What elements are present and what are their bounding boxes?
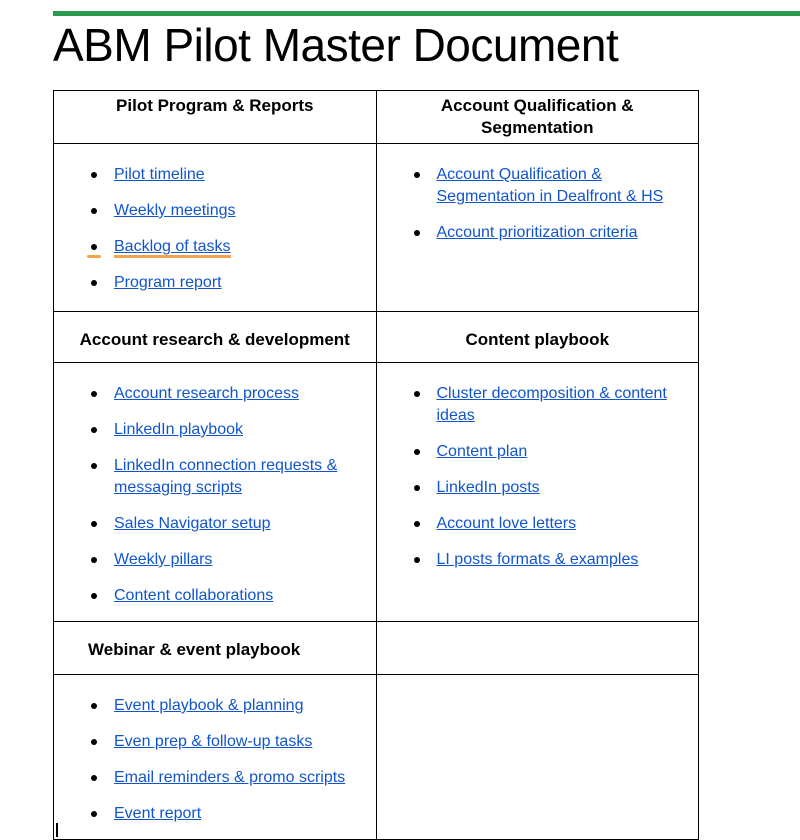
doc-link-cluster-decomposition[interactable]: Cluster decomposition & content ideas bbox=[436, 385, 667, 424]
link-list: Event playbook & planning Even prep & fo… bbox=[54, 695, 376, 825]
list-item: LinkedIn connection requests & messaging… bbox=[91, 455, 366, 499]
list-item: Sales Navigator setup bbox=[91, 513, 366, 535]
link-list: Account Qualification & Segmentation in … bbox=[377, 164, 699, 244]
list-item: Event report bbox=[91, 803, 366, 825]
list-item-highlighted: Backlog of tasks bbox=[87, 236, 366, 258]
doc-link-content-collaborations[interactable]: Content collaborations bbox=[114, 587, 274, 604]
doc-link-sales-navigator-setup[interactable]: Sales Navigator setup bbox=[114, 515, 271, 532]
section-header: Account research & development bbox=[79, 330, 350, 349]
doc-link-event-report[interactable]: Event report bbox=[114, 805, 202, 822]
doc-link-pilot-timeline[interactable]: Pilot timeline bbox=[114, 166, 205, 183]
header-row-1: Pilot Program & Reports Account Qualific… bbox=[53, 90, 699, 144]
doc-link-linkedin-connection-requests[interactable]: LinkedIn connection requests & messaging… bbox=[114, 457, 338, 496]
doc-link-email-reminders-promo[interactable]: Email reminders & promo scripts bbox=[114, 769, 346, 786]
list-item: LinkedIn posts bbox=[413, 477, 689, 499]
empty-header-cell[interactable] bbox=[375, 621, 699, 675]
list-item: Account Qualification & Segmentation in … bbox=[413, 164, 689, 208]
link-list: Cluster decomposition & content ideas Co… bbox=[377, 383, 699, 571]
doc-link-program-report[interactable]: Program report bbox=[114, 274, 222, 291]
list-item: Content collaborations bbox=[91, 585, 366, 607]
document-title: ABM Pilot Master Document bbox=[53, 19, 619, 71]
header-cell-pilot-program[interactable]: Pilot Program & Reports bbox=[53, 90, 377, 144]
list-item: Pilot timeline bbox=[91, 164, 366, 186]
doc-link-li-posts-formats[interactable]: LI posts formats & examples bbox=[436, 551, 639, 568]
content-row-3: Event playbook & planning Even prep & fo… bbox=[53, 674, 699, 840]
master-links-table: Pilot Program & Reports Account Qualific… bbox=[53, 90, 699, 840]
section-header: Account Qualification & Segmentation bbox=[440, 96, 634, 137]
doc-link-weekly-pillars[interactable]: Weekly pillars bbox=[114, 551, 213, 568]
doc-link-account-research-process[interactable]: Account research process bbox=[114, 385, 299, 402]
content-row-2: Account research process LinkedIn playbo… bbox=[53, 362, 699, 622]
header-cell-content-playbook[interactable]: Content playbook bbox=[375, 311, 699, 363]
header-cell-account-research[interactable]: Account research & development bbox=[53, 311, 377, 363]
header-row-2: Account research & development Content p… bbox=[53, 311, 699, 363]
doc-link-linkedin-posts[interactable]: LinkedIn posts bbox=[436, 479, 540, 496]
list-item: Account prioritization criteria bbox=[413, 222, 689, 244]
list-item: Account love letters bbox=[413, 513, 689, 535]
list-item: LI posts formats & examples bbox=[413, 549, 689, 571]
doc-link-linkedin-playbook[interactable]: LinkedIn playbook bbox=[114, 421, 243, 438]
list-item: Cluster decomposition & content ideas bbox=[413, 383, 689, 427]
list-item: Email reminders & promo scripts bbox=[91, 767, 366, 789]
doc-link-event-playbook-planning[interactable]: Event playbook & planning bbox=[114, 697, 304, 714]
content-row-1: Pilot timeline Weekly meetings Backlog o… bbox=[53, 143, 699, 312]
list-item: Content plan bbox=[413, 441, 689, 463]
list-item: Program report bbox=[91, 272, 366, 294]
content-cell-pilot-program[interactable]: Pilot timeline Weekly meetings Backlog o… bbox=[53, 143, 377, 312]
text-cursor bbox=[56, 823, 58, 837]
doc-link-content-plan[interactable]: Content plan bbox=[436, 443, 528, 460]
doc-link-account-love-letters[interactable]: Account love letters bbox=[436, 515, 577, 532]
doc-link-even-prep-follow-up[interactable]: Even prep & follow-up tasks bbox=[114, 733, 313, 750]
list-item: Weekly meetings bbox=[91, 200, 366, 222]
section-header: Webinar & event playbook bbox=[88, 640, 301, 659]
header-cell-account-qualification[interactable]: Account Qualification & Segmentation bbox=[375, 90, 699, 144]
list-item: Even prep & follow-up tasks bbox=[91, 731, 366, 753]
content-cell-account-qualification[interactable]: Account Qualification & Segmentation in … bbox=[375, 143, 699, 312]
link-list: Account research process LinkedIn playbo… bbox=[54, 383, 376, 607]
header-row-3: Webinar & event playbook bbox=[53, 621, 699, 675]
list-item: Event playbook & planning bbox=[91, 695, 366, 717]
empty-content-cell[interactable] bbox=[375, 674, 699, 840]
list-item: Account research process bbox=[91, 383, 366, 405]
content-cell-webinar-event[interactable]: Event playbook & planning Even prep & fo… bbox=[53, 674, 377, 840]
list-item: LinkedIn playbook bbox=[91, 419, 366, 441]
doc-link-weekly-meetings[interactable]: Weekly meetings bbox=[114, 202, 236, 219]
content-cell-content-playbook[interactable]: Cluster decomposition & content ideas Co… bbox=[375, 362, 699, 622]
list-item: Weekly pillars bbox=[91, 549, 366, 571]
link-list: Pilot timeline Weekly meetings Backlog o… bbox=[54, 164, 376, 294]
green-divider-bar bbox=[53, 11, 800, 16]
section-header: Pilot Program & Reports bbox=[116, 96, 314, 115]
section-header: Content playbook bbox=[465, 330, 610, 349]
content-cell-account-research[interactable]: Account research process LinkedIn playbo… bbox=[53, 362, 377, 622]
doc-link-account-prioritization-criteria[interactable]: Account prioritization criteria bbox=[436, 224, 638, 241]
header-cell-webinar-event[interactable]: Webinar & event playbook bbox=[53, 621, 377, 675]
doc-link-account-qualification-segmentation[interactable]: Account Qualification & Segmentation in … bbox=[436, 166, 664, 205]
doc-link-backlog-of-tasks[interactable]: Backlog of tasks bbox=[114, 238, 231, 258]
